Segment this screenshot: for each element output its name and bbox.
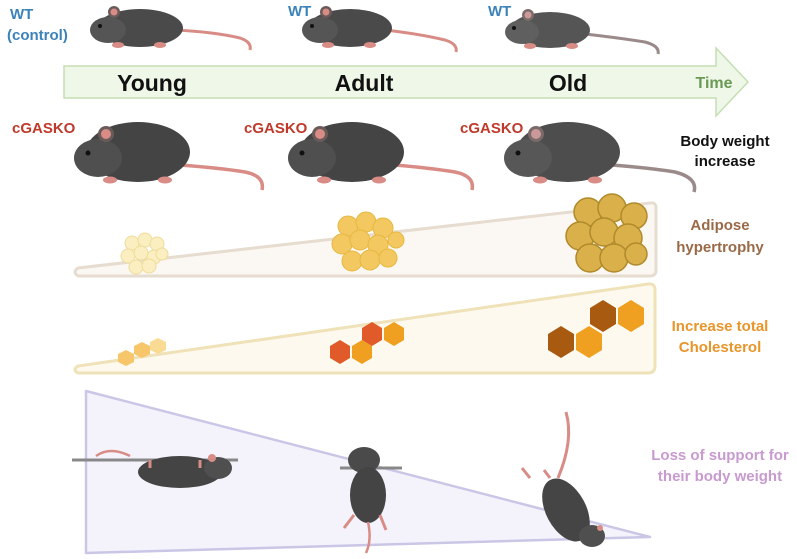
body-weight-label-line2: increase (695, 153, 756, 170)
cgasko-mouse-old (504, 122, 695, 192)
wt-mouse-adult (302, 6, 456, 52)
cholesterol-label-line2: Cholesterol (679, 339, 762, 356)
fat-cells-old (566, 194, 647, 272)
support-label-line2: their body weight (658, 468, 782, 485)
cholesterol-label: Increase total (672, 318, 769, 335)
stage-label-adult: Adult (335, 70, 394, 96)
body-weight-label: Body weight (680, 133, 769, 150)
wt-label-young: WT (10, 6, 33, 23)
wt-label-old: WT (488, 3, 511, 20)
wt-mouse-old (505, 9, 658, 54)
cgasko-label-adult: cGASKO (244, 120, 308, 137)
support-label: Loss of support for (651, 447, 789, 464)
cgasko-mouse-adult (288, 122, 472, 190)
stage-label-young: Young (117, 70, 187, 96)
cgasko-label-old: cGASKO (460, 120, 524, 137)
adipose-label: Adipose (690, 217, 749, 234)
cgasko-mouse-young (74, 122, 262, 190)
wt-mouse-young (90, 6, 250, 50)
adipose-label-line2: hypertrophy (676, 239, 764, 256)
wt-label-adult: WT (288, 3, 311, 20)
fat-cells-adult (332, 212, 404, 271)
cgasko-label-young: cGASKO (12, 120, 76, 137)
stage-label-old: Old (549, 70, 587, 96)
wt-label-young-control: (control) (7, 27, 68, 44)
time-label: Time (695, 75, 732, 92)
